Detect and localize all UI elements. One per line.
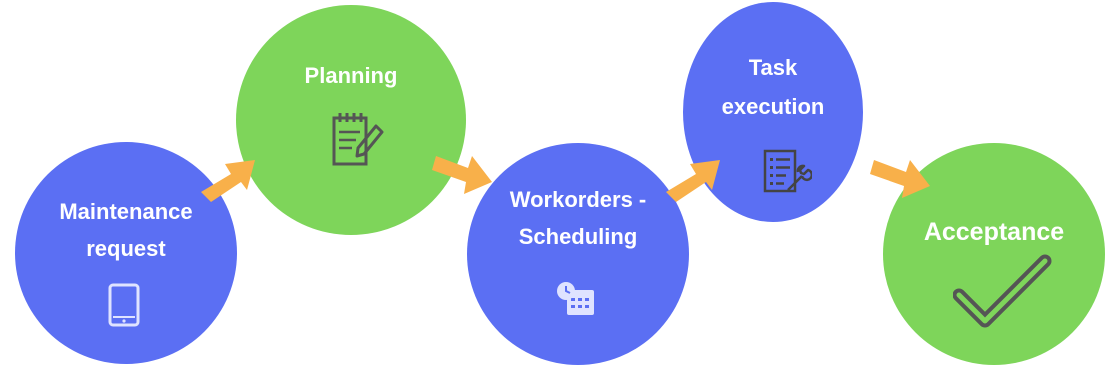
arrow-icon [432,156,492,194]
checklist-wrench-icon [763,149,812,193]
step-label-line1: Acceptance [923,218,1065,246]
tablet-icon [108,283,140,327]
step-label-line2: Scheduling [518,224,638,249]
checkmark-icon [953,254,1052,328]
step-planning: Planning [236,5,466,235]
step-label-line1: Workorders - [509,187,647,212]
arrow-icon [201,160,255,202]
step-label-line1: Task [748,55,798,80]
calendar-clock-icon [557,282,594,315]
arrow-icon [870,160,930,198]
step-label-line2: execution [721,94,825,119]
arrow-icon [666,160,720,202]
step-maintenance-request: Maintenance request [15,142,237,364]
step-label-line1: Maintenance [59,199,193,224]
notepad-icon [332,113,384,166]
step-workorders-scheduling: Workorders - Scheduling [467,143,689,365]
step-label-line2: request [86,236,166,261]
step-label-line1: Planning [304,63,398,88]
